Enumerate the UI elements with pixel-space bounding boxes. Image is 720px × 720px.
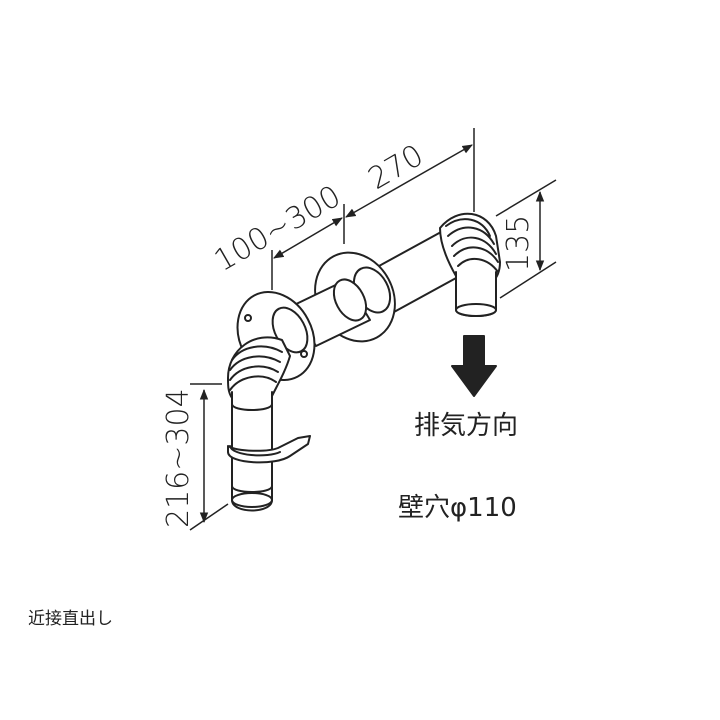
wall-hole-label: 壁穴φ110: [398, 493, 517, 523]
dim-line-offset: [273, 217, 343, 259]
diagram-caption: 近接直出し: [28, 609, 113, 629]
exhaust-direction-label: 排気方向: [414, 411, 518, 441]
dim-line-length: [345, 144, 473, 218]
ext-line-135-bottom: [499, 261, 557, 299]
left-elbow: [227, 336, 291, 399]
exhaust-arrow-icon: [451, 335, 497, 397]
dim-drop-label: 135: [501, 215, 536, 272]
ext-line-135-top: [495, 179, 557, 217]
dim-height-label: 216~304: [161, 388, 196, 528]
support-bracket: [227, 435, 311, 464]
ext-line-h-bottom: [189, 503, 229, 531]
right-outlet: [455, 271, 497, 317]
